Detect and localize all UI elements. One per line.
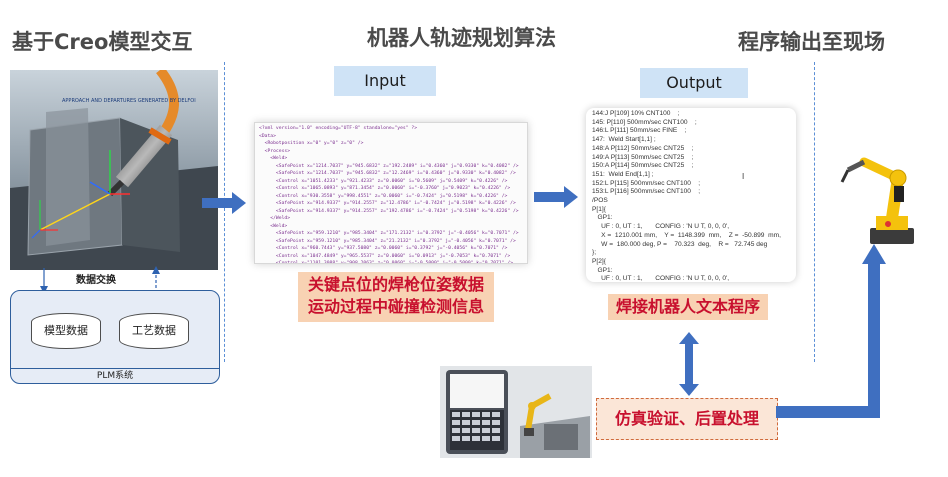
simulation-scene [440,366,592,458]
plm-system-box: 模型数据 工艺数据 PLM系统 [10,290,220,384]
xml-line: </Weld> [259,216,291,221]
industrial-robot [840,157,914,244]
tp-line: GP1: [592,266,613,274]
xml-line: <Control x="930.3558" y="998.4551" z="0.… [259,193,508,199]
field-robot-image [818,140,938,248]
xml-line: <Weld> [259,156,288,161]
tp-line: P[1]{ [592,205,606,213]
tp-line: UF : 0, UT : 1, CONFIG : 'N U T, 0, 0, 0… [592,223,730,231]
input-description-box: 关键点位的焊枪位姿数据 运动过程中碰撞检测信息 [298,272,494,322]
xml-line: <Control x="1047.4849" y="965.5537" z="0… [259,253,511,259]
tp-line: /POS [592,197,608,205]
output-description-box: 焊接机器人文本程序 [608,294,768,320]
tp-line: 145: P[110] 500mm/sec CNT100 ; [592,118,697,126]
tp-line: P[2]{ [592,257,606,265]
tp-line: X = 1210.001 mm, Y = 1148.399 mm, Z = -5… [592,231,781,239]
tp-line: W = 180.000 deg, P = 70.323 deg, R = 72.… [592,240,768,248]
divider-left [224,62,225,362]
process-data-label: 工艺数据 [132,324,176,337]
data-exchange-label: 数据交换 [76,275,116,286]
xml-line: <SafePoint x="1214.7037" y="945.6832" z=… [259,171,516,176]
arrow-creo-to-input [202,192,246,214]
cad-screenshot: APPROACH AND DEPARTURES GENERATED BY DEL… [10,70,218,270]
arrow-input-to-output [534,186,578,208]
text-cursor: I [742,172,745,181]
model-data-cylinder: 模型数据 [31,313,101,349]
xml-line: <SafePoint x="959.1210" y="985.3404" z="… [259,231,519,236]
xml-line: <SafePoint x="1214.7037" y="945.6832" z=… [259,163,519,169]
tp-line: 149:A P[113] 50mm/sec CNT25 ; [592,153,694,161]
simulation-screenshot [440,366,592,458]
input-button[interactable]: Input [334,66,436,96]
tp-line: 150:A P[114] 50mm/sec CNT25 ; [592,162,694,170]
output-button[interactable]: Output [640,68,748,98]
heading-creo: 基于Creo模型交互 [12,30,193,54]
arrow-to-field-robot [776,244,886,418]
heading-output: 程序输出至现场 [738,30,885,54]
tp-line: 144:J P[109] 10% CNT100 ; [592,110,680,117]
xml-line: <SafePoint x="959.1210" y="985.3404" z="… [259,238,516,244]
xml-line: <SafePoint x="914.9337" y="914.2557" z="… [259,208,519,214]
xml-line: <Robotposition x="0" y="0" z="0" /> [259,141,364,146]
plm-label: PLM系统 [11,368,219,383]
tp-line: 148:A P[112] 50mm/sec CNT25 ; [592,144,694,152]
simulation-box: 仿真验证、后置处理 [596,398,778,440]
tp-line: GP1: [592,214,613,222]
input-desc-line-1: 关键点位的焊枪位姿数据 [307,275,484,294]
xml-code-panel: <?xml version="1.0" encoding="UTF-8" sta… [254,122,528,264]
process-data-cylinder: 工艺数据 [119,313,189,349]
tp-program-panel: 144:J P[109] 10% CNT100 ;145: P[110] 500… [586,108,796,282]
xml-line: <Weld> [259,223,288,229]
divider-right [814,62,815,362]
xml-line: <Process> [259,148,291,154]
xml-line: <?xml version="1.0" encoding="UTF-8" sta… [259,126,418,131]
xml-line: <Control x="1051.4233" y="921.4233" z="0… [259,178,508,184]
tp-line: 146:L P[111] 50mm/sec FINE ; [592,127,687,135]
tp-program-lines: 144:J P[109] 10% CNT100 ;145: P[110] 500… [586,108,796,282]
tp-line: 151: Weld End[1,1] ; [592,170,654,178]
cad-scene [10,70,218,270]
xml-line: <Control x="960.7443" y="937.5080" z="0.… [259,246,508,251]
tp-line: 153:L P[116] 500mm/sec CNT100 ; [592,188,701,196]
tp-line: }; [592,249,597,257]
xml-code-lines: <?xml version="1.0" encoding="UTF-8" sta… [255,123,527,264]
xml-line: <SafePoint x="914.9337" y="914.2557" z="… [259,201,516,206]
double-arrow-output-sim [679,332,699,396]
xml-line: <Control x="1065.0893" y="871.3454" z="0… [259,186,511,191]
cad-banner: APPROACH AND DEPARTURES GENERATED BY DEL… [62,98,196,104]
tp-line: 152:L P[115] 500mm/sec CNT100 ; [592,179,701,187]
tp-line: UF : 0, UT : 1, CONFIG : 'N U T, 0, 0, 0… [592,275,730,282]
xml-line: <Control x="1101.3088" y="908.2063" z="0… [259,261,513,264]
xml-line: <Data> [259,133,276,139]
tp-line: 147: Weld Start[1,1] ; [592,136,656,144]
input-desc-line-2: 运动过程中碰撞检测信息 [307,297,484,316]
heading-trajectory: 机器人轨迹规划算法 [367,26,556,50]
model-data-label: 模型数据 [44,324,88,337]
